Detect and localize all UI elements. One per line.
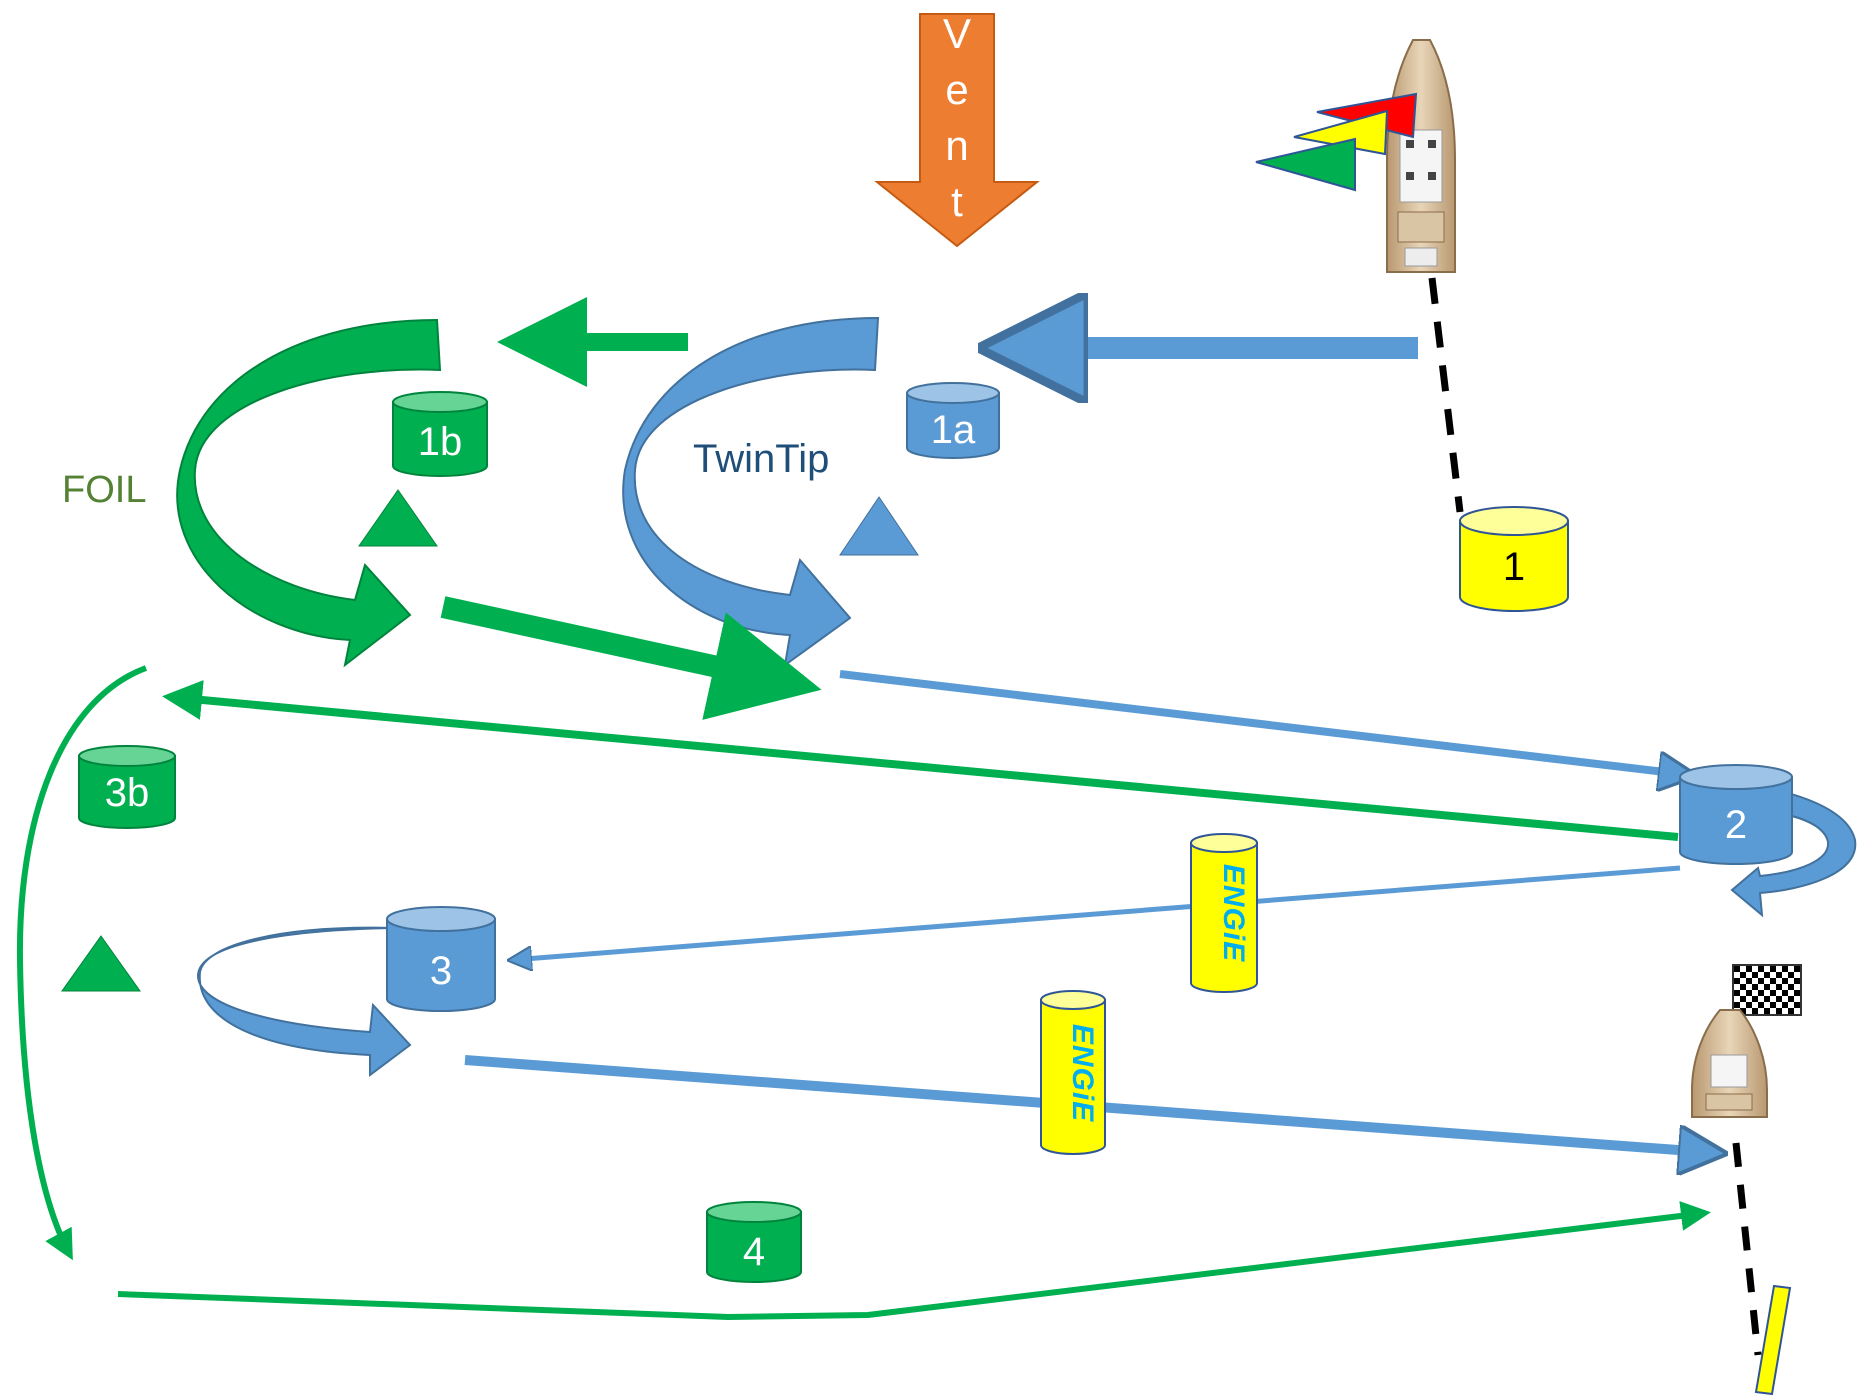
buoy-1a-label: 1a xyxy=(931,408,976,452)
twintip-label: TwinTip xyxy=(693,437,829,481)
engie-buoy-1: ENGiE xyxy=(1190,833,1258,993)
buoy-3-label: 3 xyxy=(430,949,452,993)
foil-leg-2-to-3b xyxy=(162,680,1679,841)
foil-triangle-mark-top xyxy=(358,489,438,547)
start-line xyxy=(1428,277,1464,513)
wind-letter-t: t xyxy=(951,178,963,225)
foil-label: FOIL xyxy=(62,469,146,511)
buoy-2-label: 2 xyxy=(1725,803,1747,847)
twintip-leg-to-2 xyxy=(839,670,1690,775)
foil-leg-to-finish xyxy=(117,1201,1711,1321)
buoy-4: 4 xyxy=(706,1201,802,1283)
committee-boat-icon xyxy=(1386,39,1456,273)
checkered-flag-icon xyxy=(1732,964,1802,1016)
twintip-rounding-arrow xyxy=(622,316,880,668)
buoy-1-label: 1 xyxy=(1503,545,1525,589)
engie-logo-2: ENGiE xyxy=(1066,1024,1099,1122)
foil-rounding-arrow xyxy=(176,318,442,668)
engie-logo-1: ENGiE xyxy=(1217,864,1250,962)
twintip-rounding-2-arrow xyxy=(1719,778,1857,918)
foil-triangle-mark-left xyxy=(61,935,141,992)
buoy-4-label: 4 xyxy=(743,1230,765,1274)
buoy-1: 1 xyxy=(1459,506,1569,612)
wind-letter-e: e xyxy=(945,66,968,113)
twintip-triangle-mark xyxy=(839,496,919,556)
green-flag-icon xyxy=(1255,137,1356,192)
buoy-2: 2 xyxy=(1679,764,1793,865)
finish-boat-icon xyxy=(1691,1009,1768,1118)
finish-line xyxy=(1732,1142,1762,1356)
buoy-1a: 1a xyxy=(906,382,1000,459)
buoy-3b-label: 3b xyxy=(105,771,150,815)
wind-letter-v: V xyxy=(943,10,971,57)
engie-buoy-2: ENGiE xyxy=(1040,990,1106,1155)
buoy-1b: 1b xyxy=(392,391,488,477)
wind-arrow: V e n t xyxy=(874,10,1040,248)
finish-pin-buoy xyxy=(1754,1284,1792,1396)
twintip-leg-2-to-3 xyxy=(512,865,1681,960)
wind-letter-n: n xyxy=(945,122,968,169)
buoy-1b-label: 1b xyxy=(418,420,463,464)
foil-leg-3b-curve xyxy=(16,665,148,1261)
twintip-rounding-3-arrow xyxy=(196,926,412,1077)
buoy-3: 3 xyxy=(386,906,496,1012)
buoy-3b: 3b xyxy=(78,745,176,829)
foil-reach-arrow xyxy=(440,596,822,720)
